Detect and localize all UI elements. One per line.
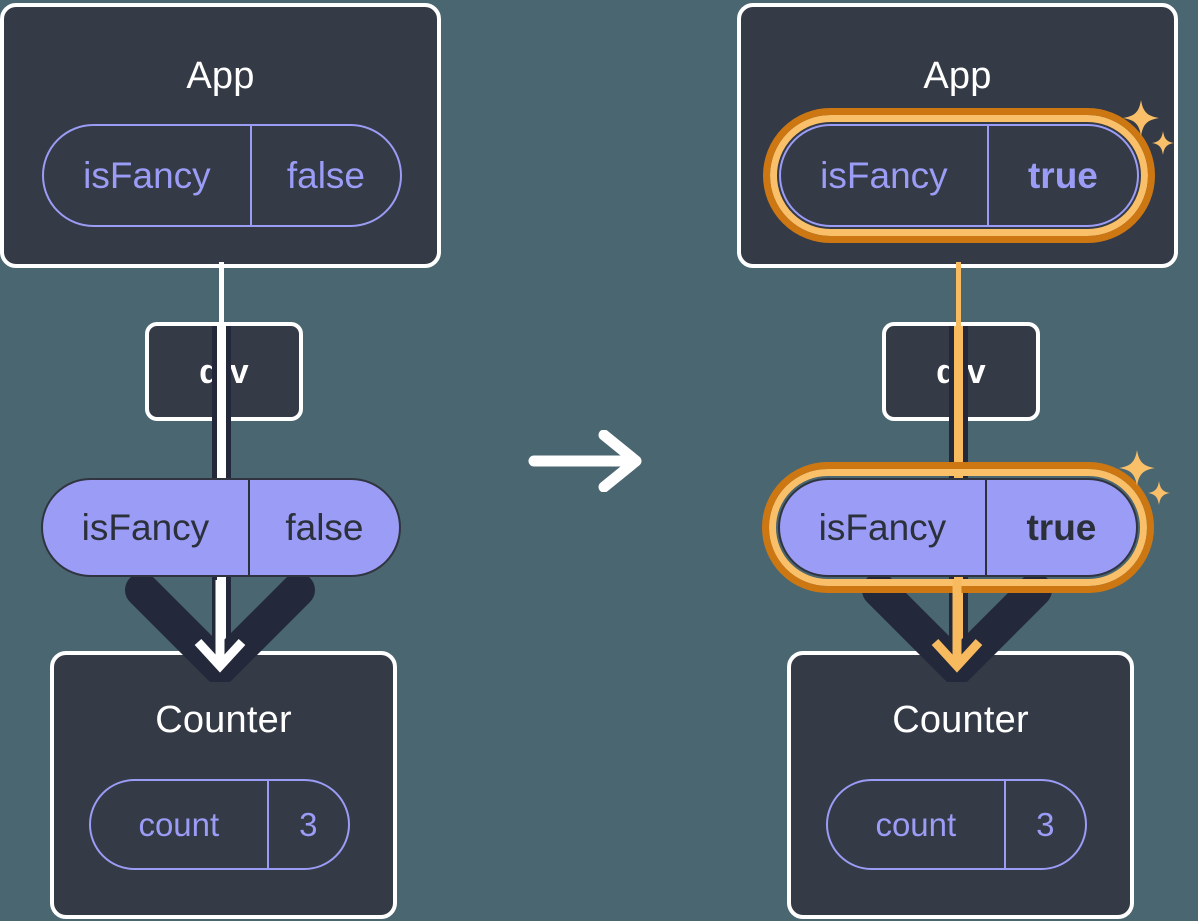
state-pill-name: count [138, 805, 220, 843]
state-pill-name: count [875, 805, 957, 843]
state-pill-app-isfancy[interactable]: isFancy false [42, 124, 402, 227]
state-pill-value: false [249, 126, 400, 225]
wire-segment-through-div [956, 326, 961, 418]
prop-flow-arrowhead [120, 572, 320, 682]
prop-pill-name: isFancy [818, 506, 947, 548]
prop-pill-isfancy[interactable]: isFancy true [778, 478, 1138, 577]
state-pill-name: isFancy [83, 154, 211, 196]
state-pill-app-isfancy[interactable]: isFancy true [779, 124, 1139, 227]
wire-segment-through-div [219, 326, 224, 418]
wire-app-to-div [219, 262, 224, 326]
sparkles-icon [1120, 98, 1176, 169]
transition-arrow-right-icon [528, 429, 646, 493]
diagram-after-state: App isFancy true div [707, 0, 1178, 921]
prop-pill-name: isFancy [81, 506, 210, 548]
state-pill-name: isFancy [820, 154, 948, 196]
wire-app-to-div [956, 262, 961, 326]
state-pill-counter-count[interactable]: count 3 [826, 779, 1087, 870]
prop-pill-value: true [984, 480, 1136, 575]
state-pill-value: 3 [1003, 781, 1085, 868]
prop-pill-isfancy[interactable]: isFancy false [41, 478, 401, 577]
state-pill-value: true [986, 126, 1137, 225]
state-pill-value: 3 [266, 781, 348, 868]
prop-flow-arrowhead [857, 572, 1057, 682]
component-title-counter: Counter [155, 699, 292, 741]
component-title-counter: Counter [892, 699, 1029, 741]
state-pill-counter-count[interactable]: count 3 [89, 779, 350, 870]
prop-pill-value: false [247, 480, 399, 575]
component-title-app: App [186, 55, 255, 97]
diagram-before-state: App isFancy false div isFancy false [0, 0, 441, 921]
component-title-app: App [923, 55, 992, 97]
sparkles-icon [1116, 448, 1172, 519]
